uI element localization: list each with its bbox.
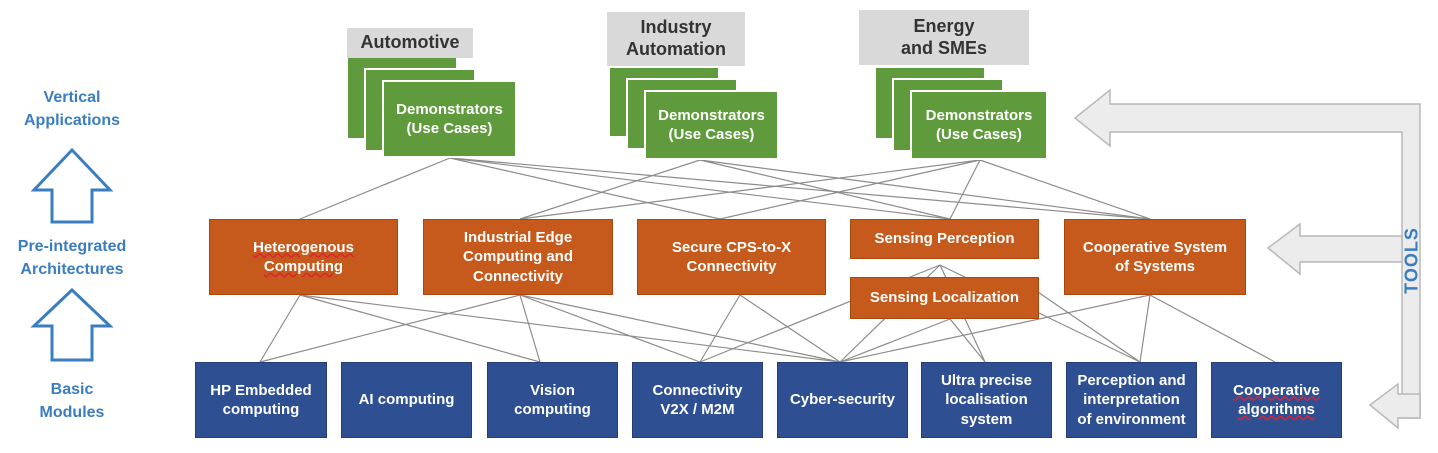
connector-line <box>1034 289 1141 363</box>
module-hp-embedded: HP Embedded computing <box>195 362 327 438</box>
arch-industrial-edge: Industrial Edge Computing and Connectivi… <box>423 219 613 295</box>
connector-line <box>259 294 301 363</box>
connector-line <box>449 157 721 220</box>
arch-secure-cps-to-x: Secure CPS-to-X Connectivity <box>637 219 826 295</box>
connector-line <box>519 159 701 220</box>
module-perception-interpretation: Perception and interpretation of environ… <box>1066 362 1197 438</box>
connector-line <box>699 294 741 363</box>
connector-line <box>739 294 841 363</box>
connector-line <box>519 294 701 363</box>
app-title-industry-automation: Industry Automation <box>607 12 745 66</box>
connector-line <box>949 318 986 363</box>
arch-cooperative-system-of-systems: Cooperative System of Systems <box>1064 219 1246 295</box>
connector-line <box>699 159 951 220</box>
connector-line <box>979 159 1151 220</box>
connector-line <box>839 294 1151 363</box>
connector-line <box>1149 294 1276 363</box>
connector-line <box>719 159 981 220</box>
module-ultra-precise-localisation: Ultra precise localisation system <box>921 362 1052 438</box>
demonstrator-industry-automation: Demonstrators (Use Cases) <box>644 90 779 160</box>
app-title-automotive: Automotive <box>347 28 473 58</box>
connector-line <box>299 294 541 363</box>
tools-arrow-icon <box>1073 88 1421 430</box>
up-arrow-icon <box>30 147 114 224</box>
module-connectivity: Connectivity V2X / M2M <box>632 362 763 438</box>
module-vision-computing: Vision computing <box>487 362 618 438</box>
connector-line <box>519 294 841 363</box>
module-ai-computing: AI computing <box>341 362 472 438</box>
up-arrow-icon <box>30 287 114 362</box>
connector-line <box>839 318 951 363</box>
connector-line <box>949 159 981 220</box>
module-cooperative-algorithms: Cooperative algorithms <box>1211 362 1342 438</box>
arch-heterogenous-computing: Heterogenous Computing <box>209 219 398 295</box>
connector-line <box>519 294 541 363</box>
connector-line <box>259 294 521 363</box>
side-label-vertical-applications: Vertical Applications <box>23 89 120 130</box>
connector-line <box>1139 294 1151 363</box>
arch-sensing-localization: Sensing Localization <box>850 277 1039 319</box>
arch-sensing-perception: Sensing Perception <box>850 219 1039 259</box>
app-title-energy-smes: Energy and SMEs <box>859 10 1029 65</box>
connector-line <box>519 159 981 220</box>
module-cyber-security: Cyber-security <box>777 362 908 438</box>
connector-line <box>449 157 951 220</box>
connector-line <box>299 157 451 220</box>
connector-line <box>299 294 841 363</box>
connector-line <box>449 157 1151 220</box>
demonstrator-energy-smes: Demonstrators (Use Cases) <box>910 90 1048 160</box>
connector-line <box>699 159 1151 220</box>
demonstrator-automotive: Demonstrators (Use Cases) <box>382 80 517 158</box>
side-label-pre-integrated-architectures: Pre-integrated Architectures <box>17 238 127 279</box>
tools-label: TOOLS <box>1401 227 1422 294</box>
side-label-basic-modules: Basic Modules <box>39 381 105 422</box>
